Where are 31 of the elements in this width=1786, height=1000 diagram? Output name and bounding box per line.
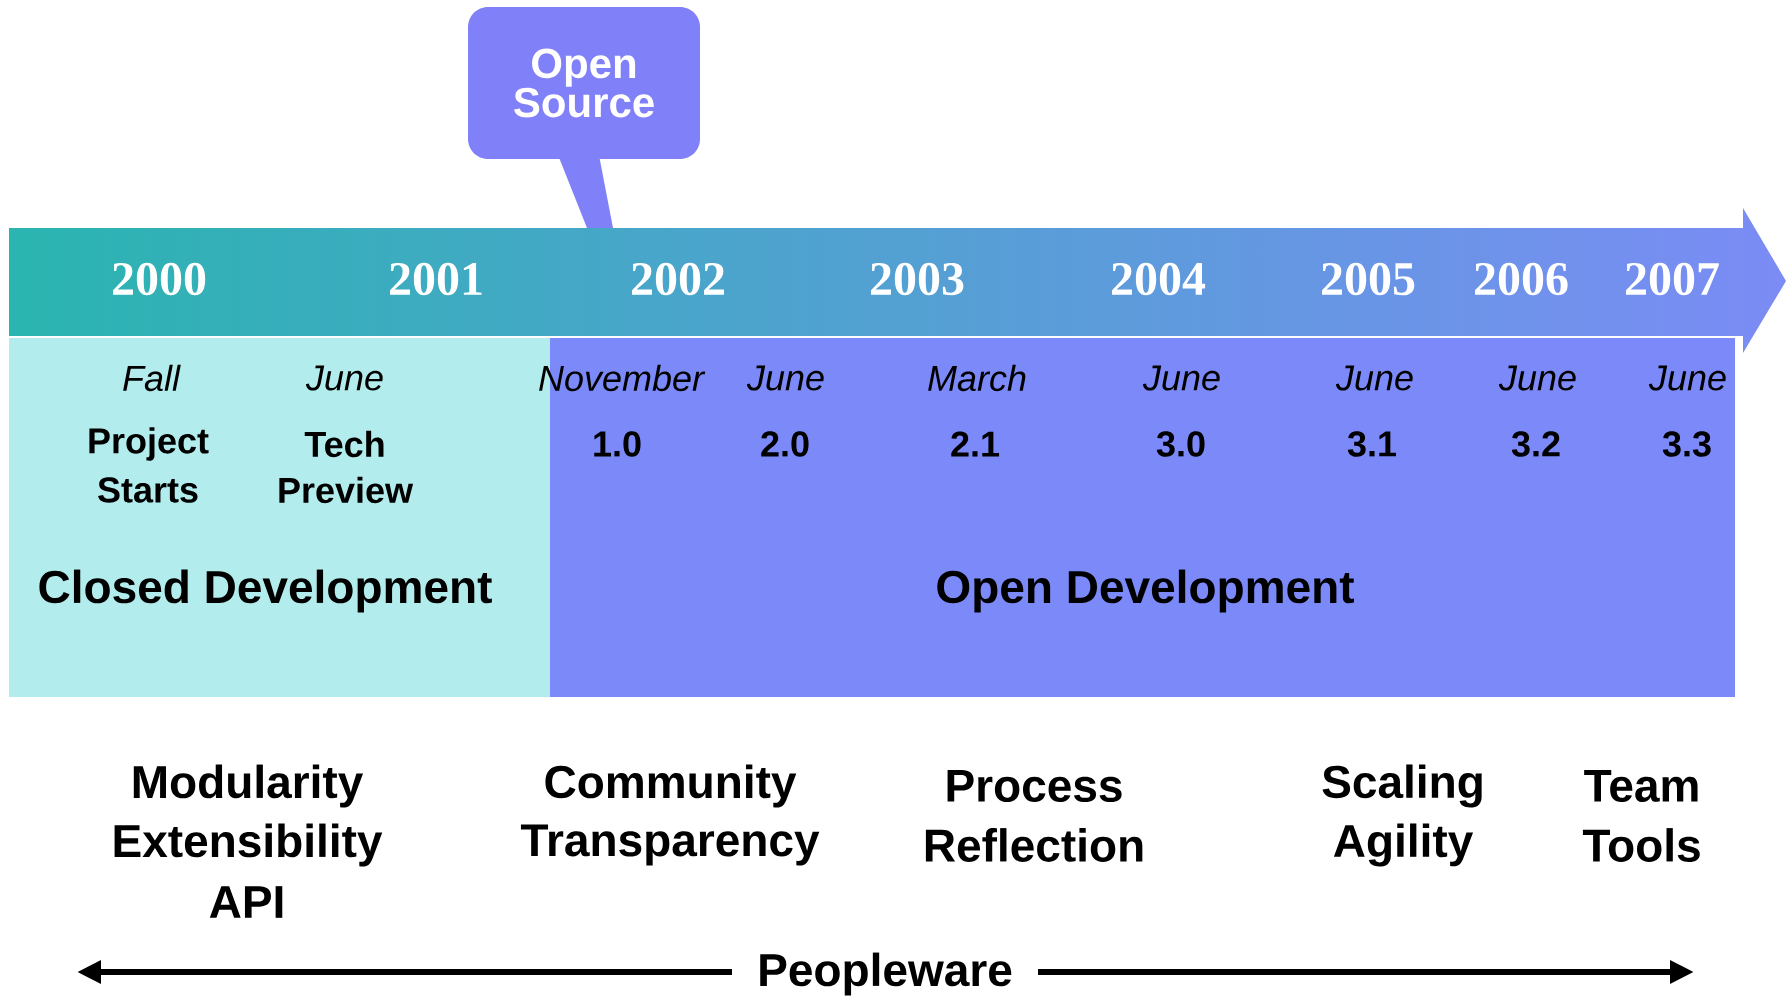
month-label: June — [1648, 365, 1726, 391]
month-label: Fall — [123, 364, 181, 392]
month-label: June — [305, 365, 383, 391]
theme-label: Process — [947, 769, 1122, 803]
month-label: March — [928, 364, 1026, 392]
milestone-label: Starts — [98, 477, 198, 503]
version-label: 3.2 — [1511, 431, 1560, 457]
milestone-label: Tech — [304, 430, 384, 458]
version-label: 3.1 — [1347, 431, 1396, 457]
theme-label: Peopleware — [760, 952, 1012, 996]
theme-label: Reflection — [925, 828, 1143, 862]
theme-label: API — [209, 886, 283, 918]
month-label: June — [746, 365, 824, 391]
milestone-label: Project — [89, 427, 209, 461]
month-label: June — [1335, 365, 1413, 391]
version-label: 3.3 — [1662, 431, 1711, 457]
theme-label: Tools — [1582, 828, 1700, 862]
theme-label: Team — [1584, 769, 1698, 803]
version-label: 2.1 — [951, 431, 999, 457]
theme-label: Extensibility — [114, 823, 383, 867]
month-label: June — [1498, 365, 1576, 391]
month-label: June — [1142, 365, 1220, 391]
theme-label: Agility — [1333, 823, 1474, 867]
milestone-label: Preview — [279, 476, 414, 504]
version-label: 3.0 — [1156, 431, 1205, 457]
theme-label: Modularity — [133, 764, 364, 808]
version-label: 2.0 — [761, 431, 809, 457]
theme-label: Community — [545, 764, 797, 808]
theme-label: Transparency — [520, 824, 820, 866]
version-label: 1.0 — [594, 431, 641, 457]
theme-label: Scaling — [1322, 764, 1482, 808]
